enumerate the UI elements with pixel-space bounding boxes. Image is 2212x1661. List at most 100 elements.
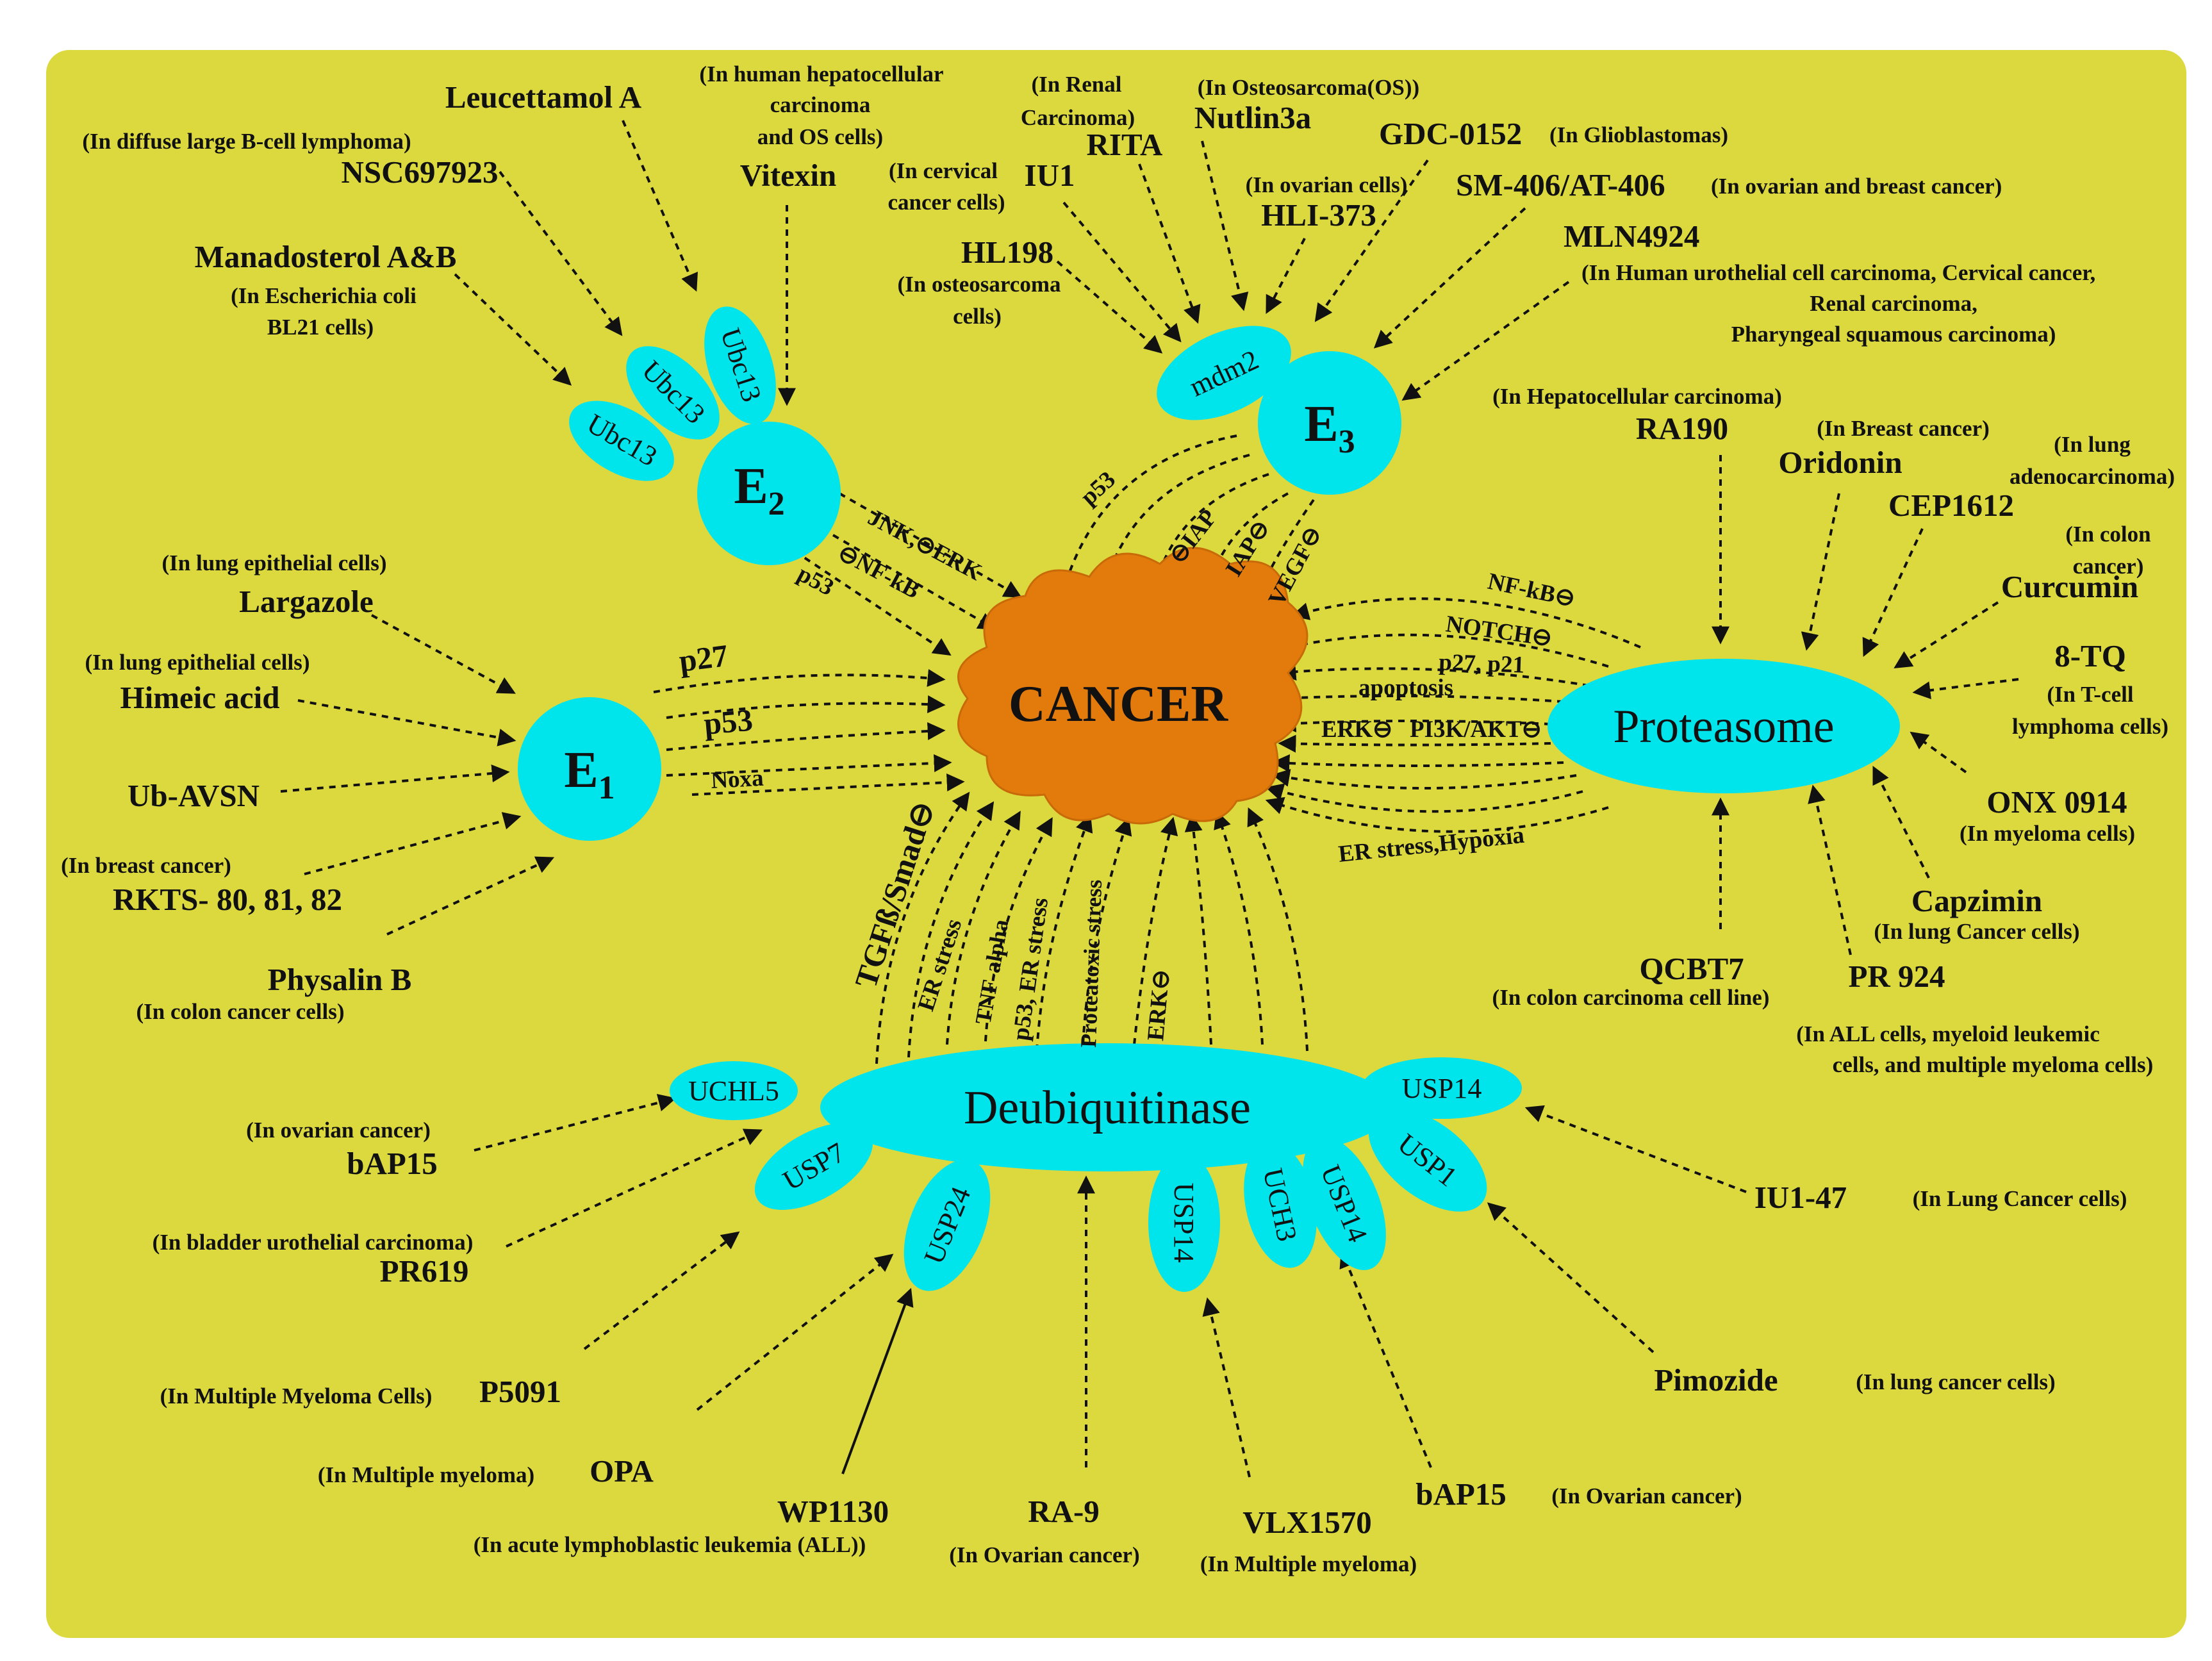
note-himeic: (In lung epithelial cells): [85, 650, 310, 675]
arrow-p5091: [583, 1231, 740, 1350]
note-tq-1: (In T-cell: [2047, 682, 2133, 707]
drug-largazole: Largazole: [239, 584, 374, 619]
note-onx: (In myeloma cells): [1960, 821, 2135, 846]
e2-label: E2: [734, 458, 784, 522]
arrow-pr-cancer-10: [1265, 797, 1609, 833]
arrow-ubavsn: [280, 764, 510, 793]
drug-tq: 8-TQ: [2054, 638, 2126, 673]
dub-drugs: (In ovarian cancer) bAP15 (In bladder ur…: [153, 1118, 2127, 1576]
arrow-pr-cancer-3: [1278, 663, 1590, 687]
pathway-e1-noxa: Noxa: [710, 765, 764, 794]
drug-hl198: HL198: [961, 235, 1053, 270]
arrow-curcumin: [1894, 601, 1999, 668]
note-bap15-left: (In ovarian cancer): [246, 1118, 431, 1143]
note-tq-2: lymphoma cells): [2012, 714, 2168, 739]
note-opa: (In Multiple myeloma): [318, 1462, 534, 1487]
uchl5-label: UCHL5: [688, 1075, 779, 1107]
ubc13-node-a: [704, 306, 776, 424]
e2-drugs: Leucettamol A (In diffuse large B-cell l…: [82, 62, 943, 340]
usp14-label-c: USP14: [1402, 1073, 1482, 1104]
proteasome-drugs: (In Hepatocellular carcinoma) RA190 (In …: [1492, 384, 2175, 1077]
drug-wp1130: WP1130: [777, 1494, 889, 1529]
arrow-pr-cancer-1: [1291, 597, 1641, 649]
uch3-node: [1244, 1141, 1317, 1268]
drug-rita: RITA: [1087, 127, 1164, 162]
arrow-e1-cancer-2: [666, 695, 946, 719]
note-manadosterol-1: (In Escherichia coli: [231, 283, 417, 308]
drug-bap15-right: bAP15: [1416, 1476, 1506, 1512]
arrow-dub-cancer-7: [1133, 816, 1178, 1045]
drug-qcbt: QCBT7: [1639, 951, 1744, 986]
arrow-dub-cancer-5: [1036, 813, 1093, 1052]
arrow-capzimin: [1872, 765, 1930, 879]
arrow-manadosterol: [454, 273, 572, 386]
arrow-dub-cancer-8: [1184, 813, 1212, 1045]
note-pr924-2: cells, and multiple myeloma cells): [1833, 1052, 2154, 1077]
drug-capzimin: Capzimin: [1911, 883, 2042, 918]
arrow-onx: [1910, 731, 1967, 773]
usp14-node-a: [1148, 1153, 1220, 1292]
arrow-hli: [1266, 238, 1306, 314]
arrow-dub-cancer-10: [1247, 807, 1308, 1052]
drug-gdc: GDC-0152: [1379, 116, 1522, 151]
deubiquitinase-node: [820, 1043, 1394, 1171]
arrow-rkts: [304, 812, 522, 875]
arrow-pr-cancer-4: [1278, 688, 1564, 707]
drug-nutlin: Nutlin3a: [1194, 100, 1311, 135]
arrow-e1-cancer-4: [666, 754, 952, 777]
note-vitexin-1: (In human hepatocellular: [699, 62, 943, 87]
drug-mln: MLN4924: [1564, 219, 1699, 254]
usp14-node-c: [1362, 1057, 1522, 1119]
note-sm: (In ovarian and breast cancer): [1711, 174, 2002, 199]
e2-cluster: Ubc13 Ubc13 Ubc13 E2: [569, 306, 841, 565]
cancer-node: CANCER: [957, 547, 1308, 825]
cancer-cloud: [957, 547, 1308, 825]
arrow-dub-cancer-1: [875, 791, 970, 1064]
drug-sm: SM-406/AT-406: [1456, 167, 1665, 202]
arrow-pr-cancer-5: [1278, 714, 1551, 732]
proteasome-label: Proteasome: [1613, 700, 1834, 753]
note-rita-1: (In Renal: [1032, 72, 1122, 97]
note-bap15-right: (In Ovarian cancer): [1551, 1483, 1742, 1508]
usp14-node-b: [1303, 1137, 1386, 1270]
pathway-dub-erk: ERK⊖: [1143, 968, 1175, 1041]
arrow-gdc: [1314, 159, 1429, 322]
arrow-e1-cancer-5: [691, 773, 965, 796]
drug-onx: ONX 0914: [1986, 784, 2127, 820]
arrow-dub-cancer-3: [946, 811, 1021, 1045]
drug-vitexin: Vitexin: [740, 158, 837, 193]
e1-node: [518, 697, 661, 841]
arrow-vlx: [1202, 1297, 1251, 1478]
e3-node: [1258, 351, 1401, 495]
note-cep-1: (In lung: [2054, 432, 2131, 457]
arrow-nutlin: [1201, 140, 1249, 311]
note-manadosterol-2: BL21 cells): [267, 315, 374, 340]
e3-drugs: (In Renal Carcinoma) RITA (In Osteosarco…: [887, 72, 2095, 347]
pathway-pr-p27: p27, p21: [1439, 649, 1525, 679]
note-iu147: (In Lung Cancer cells): [1913, 1186, 2127, 1211]
note-vlx: (In Multiple myeloma): [1200, 1551, 1417, 1576]
arrow-pr-cancer-2: [1284, 633, 1609, 668]
arrow-bap15-left: [474, 1094, 677, 1152]
arrow-opa: [696, 1253, 894, 1411]
pathway-e1-p27: p27: [677, 638, 730, 679]
e1-cluster: E1: [518, 697, 661, 841]
note-oridonin: (In Breast cancer): [1817, 416, 1990, 441]
note-curcumin-1: (In colon: [2065, 522, 2150, 547]
arrow-pr-cancer-6: [1278, 734, 1551, 753]
note-iu1-1: (In cervical: [889, 158, 998, 183]
pathway-pr-erk: ERK⊖: [1321, 716, 1392, 743]
arrow-dub-cancer-2: [907, 801, 995, 1058]
arrow-pimozide: [1487, 1202, 1655, 1353]
drug-manadosterol: Manadosterol A&B: [195, 239, 457, 274]
drug-ra9: RA-9: [1028, 1494, 1100, 1529]
arrow-cep: [1862, 528, 1924, 657]
drug-bap15-left: bAP15: [347, 1146, 438, 1181]
drug-pr619: PR619: [380, 1253, 469, 1289]
drug-vlx: VLX1570: [1242, 1505, 1371, 1540]
drug-himeic: Himeic acid: [120, 680, 279, 715]
note-hli: (In ovarian cells): [1246, 172, 1408, 197]
arrow-bap15-right: [1339, 1249, 1432, 1468]
arrow-mln: [1401, 281, 1570, 401]
note-p5091: (In Multiple Myeloma Cells): [160, 1384, 433, 1409]
